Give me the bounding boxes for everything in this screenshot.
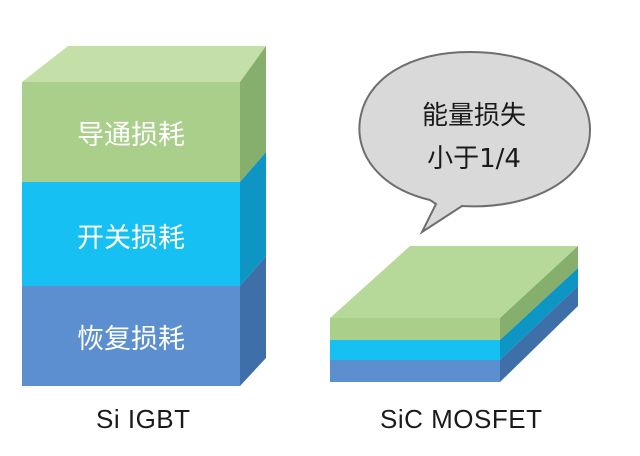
si-igbt-label-recovery: 恢复损耗: [77, 324, 185, 355]
bubble-line-1: 能量损失: [422, 101, 526, 131]
si-igbt-layer-switching-side: [240, 152, 266, 286]
si-igbt-top-face: [22, 46, 266, 82]
si-igbt-layer-conduction: [22, 82, 240, 182]
si-igbt-caption: Si IGBT: [96, 404, 191, 434]
sic-mosfet-layer-blue-side: [500, 286, 578, 382]
si-igbt-layer-conduction-side: [240, 46, 266, 182]
bubble-line-2: 小于1/4: [427, 144, 521, 174]
sic-mosfet-layer-green-side: [500, 246, 578, 340]
sic-mosfet-layer-blue: [330, 360, 500, 382]
sic-mosfet-stack: [330, 246, 578, 382]
si-igbt-layer-recovery: [22, 286, 240, 386]
si-igbt-layer-switching: [22, 182, 240, 286]
sic-mosfet-layer-cyan: [330, 340, 500, 360]
speech-bubble-shape: [358, 50, 592, 235]
si-igbt-label-switching: 开关损耗: [77, 223, 185, 254]
sic-mosfet-caption: SiC MOSFET: [380, 404, 543, 434]
sic-mosfet-layer-cyan-side: [500, 268, 578, 360]
si-igbt-layer-recovery-side: [240, 256, 266, 386]
si-igbt-stack: 导通损耗 开关损耗 恢复损耗: [22, 46, 266, 386]
sic-mosfet-top-face: [330, 246, 578, 318]
speech-bubble: 能量损失 小于1/4: [358, 50, 592, 235]
si-igbt-label-conduction: 导通损耗: [77, 120, 185, 151]
sic-mosfet-layer-green: [330, 318, 500, 340]
